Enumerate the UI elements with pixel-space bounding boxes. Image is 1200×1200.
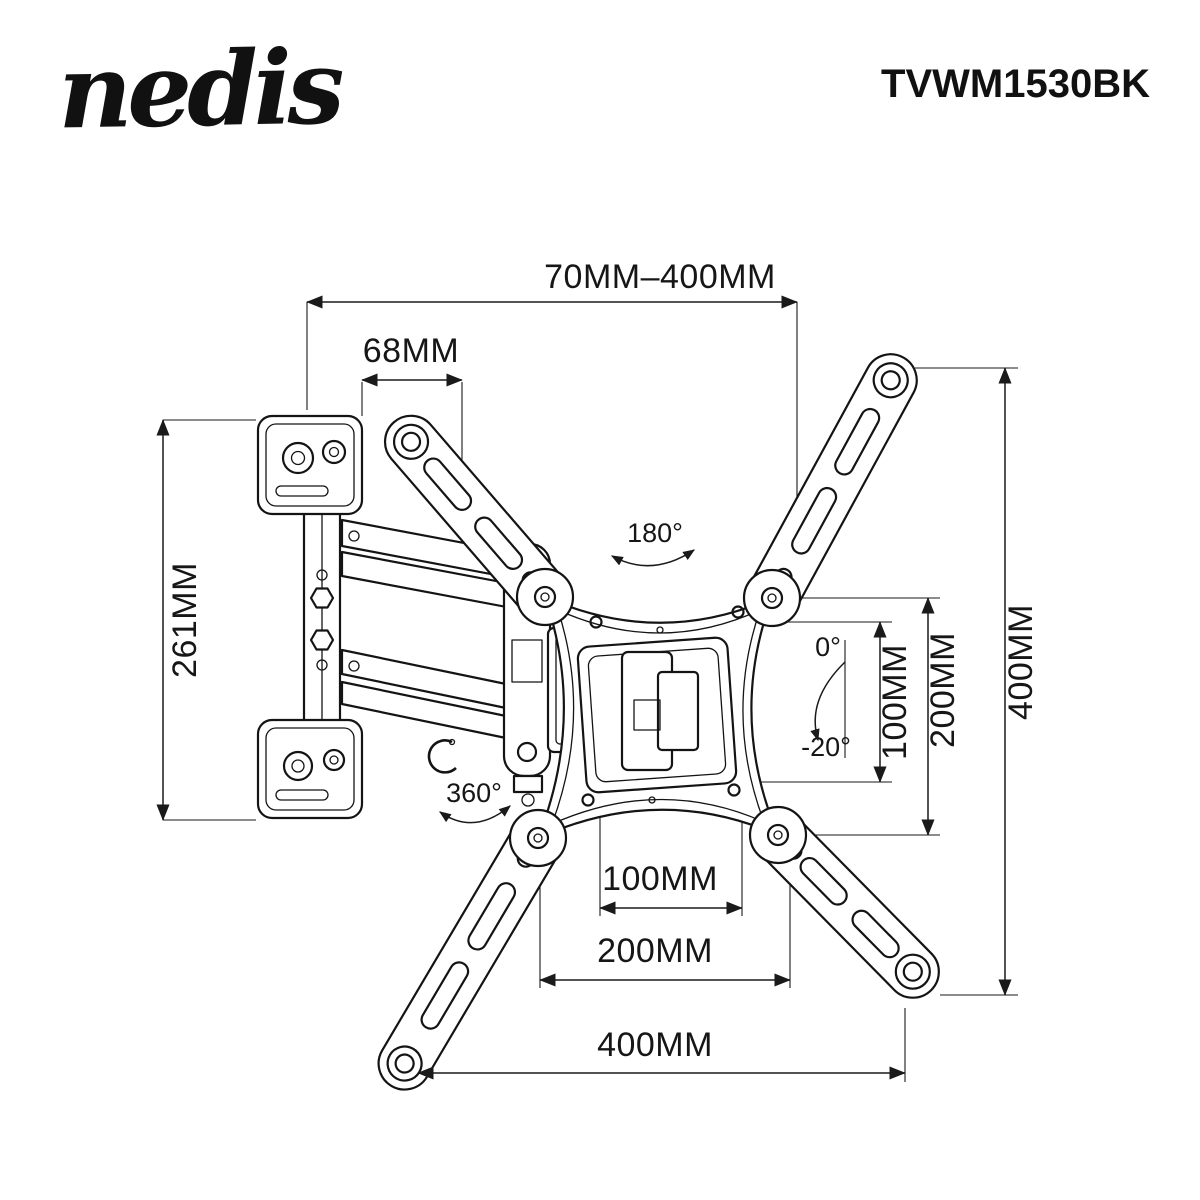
dimension-lines	[156, 295, 1012, 1080]
label-vesa-width-200: 200MM	[597, 932, 713, 970]
dimension-labels: 70MM–400MM 68MM 261MM 100MM 200MM 400MM …	[166, 258, 1040, 1064]
mount-arm-lower-right	[751, 808, 940, 999]
mount-arm-upper-left	[384, 414, 573, 623]
angle-labels: 180° 360° 0° -20°	[446, 518, 851, 808]
label-rotation-angle: 360°	[446, 778, 502, 808]
angle-indicators	[439, 549, 846, 824]
label-vesa-height-100: 100MM	[876, 644, 914, 760]
label-swivel-angle: 180°	[627, 518, 683, 548]
label-bracket-height: 261MM	[166, 562, 204, 678]
label-extension-range: 70MM–400MM	[544, 258, 776, 296]
label-vesa-width-100: 100MM	[602, 860, 718, 898]
label-vesa-height-200: 200MM	[924, 632, 962, 748]
label-arm-span-width: 400MM	[597, 1026, 713, 1064]
label-tilt-from: 0°	[815, 632, 841, 662]
mount-arm-upper-right	[743, 353, 918, 621]
vesa-plate	[508, 567, 808, 868]
label-arm-span-height: 400MM	[1002, 604, 1040, 720]
label-tilt-to: -20°	[801, 732, 851, 762]
model-number: TVWM1530BK	[881, 62, 1150, 106]
mount-arm-lower-left	[377, 815, 567, 1091]
label-bracket-width: 68MM	[363, 332, 459, 370]
wall-bracket	[256, 414, 364, 820]
